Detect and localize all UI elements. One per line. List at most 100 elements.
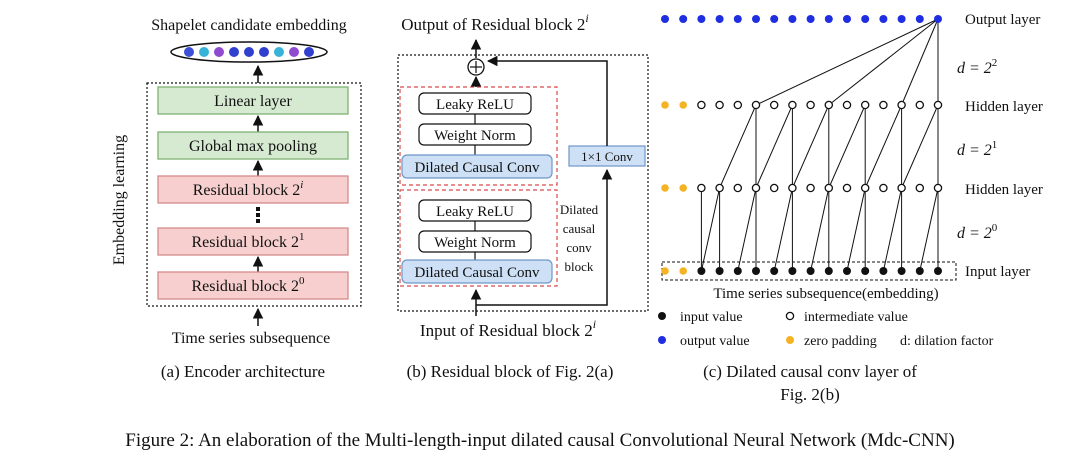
lower-weight-norm-label: Weight Norm [434, 235, 516, 251]
linear-layer-label: Linear layer [214, 93, 292, 110]
subcaption-c-line1: (c) Dilated causal conv layer of [703, 362, 917, 381]
embedding-dot [289, 47, 299, 57]
padding-node [679, 184, 687, 192]
intermediate-node [697, 100, 706, 110]
lower-leaky-relu-label: Leaky ReLU [436, 204, 514, 220]
figure-caption: Figure 2: An elaboration of the Multi-le… [125, 430, 955, 451]
residual-block-2i [157, 175, 349, 204]
lower-conv-group [399, 189, 558, 287]
intermediate-node [842, 100, 852, 110]
conv-connection [828, 18, 939, 106]
ellipsis-dot [256, 219, 260, 223]
input-node [788, 267, 797, 275]
layer-label-input: Input layer [965, 264, 1030, 280]
intermediate-node [806, 183, 815, 193]
intermediate-node [933, 100, 943, 110]
intermediate-node [733, 183, 743, 193]
output-node [843, 15, 851, 23]
legend-dilation-label: d: dilation factor [900, 334, 994, 349]
intermediate-node [897, 100, 906, 110]
output-node [824, 15, 833, 23]
input-node [806, 267, 815, 275]
intermediate-node [769, 183, 779, 193]
output-node [679, 15, 688, 23]
ellipsis-dot [256, 213, 260, 217]
layer-label-output: Output layer [965, 12, 1040, 28]
intermediate-node [860, 100, 870, 110]
intermediate-node [842, 183, 852, 193]
input-node [897, 267, 906, 275]
embedding-dot [229, 47, 239, 57]
intermediate-node [697, 183, 706, 193]
output-node [733, 15, 742, 23]
conv-connection [791, 104, 830, 189]
intermediate-node [879, 100, 888, 110]
conv-connection [846, 187, 866, 272]
legend-intermediate-marker [785, 311, 795, 321]
dilation-label-2: d = 22 [957, 57, 997, 77]
embedding-dot [274, 47, 284, 57]
input-node [733, 267, 742, 275]
intermediate-node [788, 100, 797, 110]
input-node [697, 267, 706, 275]
lower-dilated-conv-box [401, 259, 553, 284]
conv-connection [810, 187, 830, 272]
upper-conv-group [399, 86, 558, 186]
padding-node [661, 101, 669, 109]
input-node [715, 267, 724, 275]
legend-padding-marker [786, 336, 794, 344]
layer-label-hidden-2: Hidden layer [965, 99, 1043, 115]
residual-block-21-label: Residual block 21 [191, 231, 304, 251]
conv-connection [773, 187, 793, 272]
residual-panel: Output of Residual block 2i Leaky ReLU W… [397, 11, 649, 381]
intermediate-node [751, 183, 761, 193]
embedding-learning-label: Embedding learning [111, 135, 128, 265]
dilated-block-label-2: causal [563, 221, 596, 236]
padding-node [679, 267, 687, 275]
input-node [879, 267, 888, 275]
subcaption-b: (b) Residual block of Fig. 2(a) [407, 362, 614, 381]
upper-leaky-relu-label: Leaky ReLU [436, 97, 514, 113]
intermediate-node [733, 100, 743, 110]
output-node [661, 15, 669, 23]
embedding-dot [184, 47, 194, 57]
residual-block-2i-label: Residual block 2i [193, 179, 304, 199]
input-node [770, 267, 779, 275]
output-node [897, 15, 906, 23]
legend-padding-label: zero padding [804, 334, 877, 349]
conv-connection [864, 104, 903, 189]
intermediate-node [788, 183, 797, 193]
intermediate-node [751, 100, 761, 110]
legend-output-marker [658, 336, 666, 344]
conv-connection [919, 187, 939, 272]
subcaption-c-line2: Fig. 2(b) [780, 385, 840, 404]
embedding-dot [259, 47, 269, 57]
residual-bottom-label: Input of Residual block 2i [420, 317, 596, 340]
conv-connection [700, 187, 721, 272]
input-node [752, 267, 760, 275]
encoder-dashed-box [146, 82, 362, 307]
embedding-dot [304, 47, 314, 57]
global-max-pooling-block [157, 131, 349, 160]
embedding-dot [199, 47, 209, 57]
lower-dilated-conv-label: Dilated Causal Conv [415, 265, 540, 281]
dilation-label-1: d = 21 [957, 139, 997, 159]
conv-connection [901, 18, 939, 106]
dilated-connections [700, 18, 939, 272]
legend-input-label: input value [680, 310, 743, 325]
embedding-dot [244, 47, 254, 57]
intermediate-node [715, 100, 724, 110]
conv-connection [882, 187, 903, 272]
residual-block-20 [157, 271, 349, 300]
skip-connection-lower [476, 168, 613, 306]
intermediate-node [769, 100, 779, 110]
intermediate-node [806, 100, 815, 110]
intermediate-node [715, 183, 724, 193]
output-node [715, 15, 724, 23]
padding-node [679, 101, 687, 109]
intermediate-node [897, 183, 906, 193]
ellipsis-dot [256, 207, 260, 211]
output-node [697, 15, 706, 23]
encoder-top-label: Shapelet candidate embedding [151, 17, 346, 34]
intermediate-node [933, 183, 943, 193]
